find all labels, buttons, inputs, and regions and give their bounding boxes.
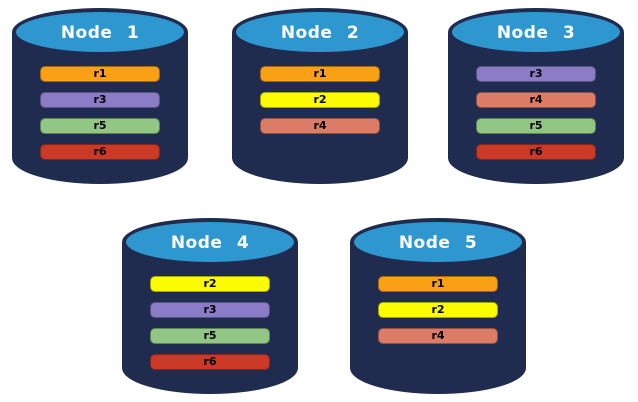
replica-bar: r6: [150, 354, 270, 370]
replica-bar: r2: [150, 276, 270, 292]
replica-bar: r2: [260, 92, 380, 108]
cylinder-top-ellipse: Node 1: [12, 8, 188, 56]
cylinder-body: [350, 242, 526, 394]
replica-bar: r4: [260, 118, 380, 134]
node-label: Node 4: [170, 233, 250, 253]
replica-bar: r5: [150, 328, 270, 344]
replica-bar-list: r1 r2 r4: [378, 276, 498, 344]
replica-bar: r5: [40, 118, 160, 134]
replica-bar: r3: [40, 92, 160, 108]
node-cylinder-1: Node 1 r1 r3 r5 r6: [12, 8, 188, 184]
node-cylinder-3: Node 3 r3 r4 r5 r6: [448, 8, 624, 184]
replica-bar: r5: [476, 118, 596, 134]
replica-bar: r6: [40, 144, 160, 160]
replica-bar: r2: [378, 302, 498, 318]
node-label: Node 5: [398, 233, 478, 253]
replica-bar: r1: [378, 276, 498, 292]
node-label: Node 3: [496, 23, 576, 43]
node-label: Node 1: [60, 23, 140, 43]
cylinder-top-ellipse: Node 3: [448, 8, 624, 56]
replica-bar: r1: [260, 66, 380, 82]
cylinder-top-ellipse: Node 5: [350, 218, 526, 266]
replica-bar: r6: [476, 144, 596, 160]
node-label: Node 2: [280, 23, 360, 43]
replica-bar: r4: [378, 328, 498, 344]
replica-bar-list: r3 r4 r5 r6: [476, 66, 596, 160]
node-cylinder-4: Node 4 r2 r3 r5 r6: [122, 218, 298, 394]
node-cylinder-5: Node 5 r1 r2 r4: [350, 218, 526, 394]
replica-bar: r1: [40, 66, 160, 82]
replica-bar: r3: [150, 302, 270, 318]
replica-bar-list: r1 r2 r4: [260, 66, 380, 134]
replica-bar-list: r1 r3 r5 r6: [40, 66, 160, 160]
cylinder-top-ellipse: Node 4: [122, 218, 298, 266]
node-cylinder-2: Node 2 r1 r2 r4: [232, 8, 408, 184]
cylinder-body: [232, 32, 408, 184]
replica-bar-list: r2 r3 r5 r6: [150, 276, 270, 370]
cylinder-top-ellipse: Node 2: [232, 8, 408, 56]
replica-bar: r3: [476, 66, 596, 82]
replica-bar: r4: [476, 92, 596, 108]
